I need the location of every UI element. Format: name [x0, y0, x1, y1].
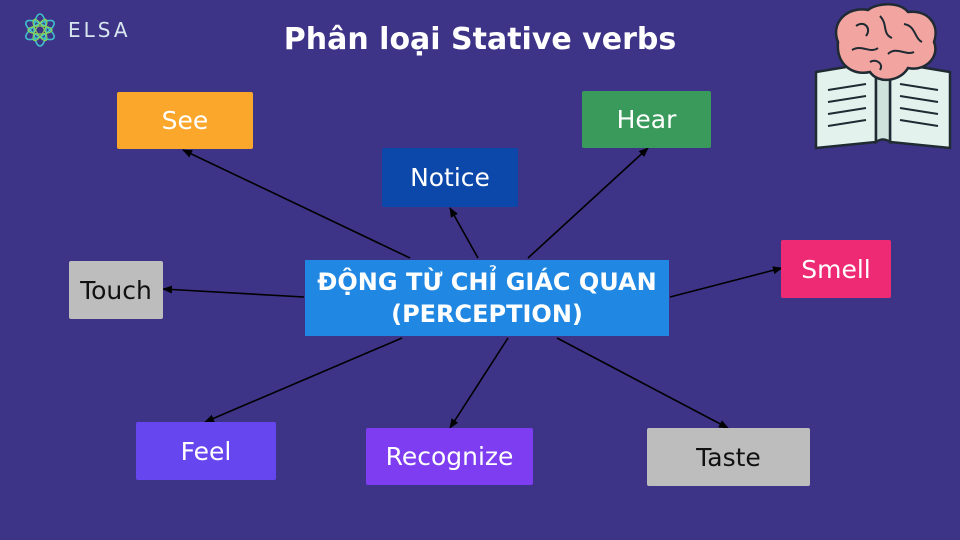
center-node-line1: ĐỘNG TỪ CHỈ GIÁC QUAN — [317, 268, 657, 296]
node-smell: Smell — [781, 240, 891, 298]
center-node-line2: (PERCEPTION) — [391, 300, 583, 328]
node-label: Hear — [616, 105, 677, 134]
elsa-logo: ELSA — [20, 10, 131, 50]
arrow-to-taste — [556, 337, 729, 429]
node-feel: Feel — [136, 422, 276, 480]
center-node: ĐỘNG TỪ CHỈ GIÁC QUAN (PERCEPTION) — [305, 260, 669, 336]
node-label: Taste — [696, 442, 761, 472]
node-see: See — [117, 92, 253, 149]
arrow-to-hear — [527, 147, 649, 259]
node-taste: Taste — [647, 428, 810, 486]
arrow-to-smell — [669, 266, 783, 298]
node-label: Notice — [410, 163, 490, 192]
page-title: Phân loại Stative verbs — [283, 22, 677, 57]
arrow-to-touch — [162, 285, 305, 298]
logo-text: ELSA — [68, 18, 131, 42]
brain-on-book-icon — [814, 3, 952, 150]
node-label: Touch — [80, 275, 152, 305]
node-touch: Touch — [69, 261, 163, 319]
elsa-flower-icon — [25, 13, 55, 47]
arrow-to-see — [182, 149, 411, 259]
node-label: Recognize — [385, 442, 514, 471]
arrow-to-feel — [204, 337, 403, 423]
node-hear: Hear — [582, 91, 711, 148]
arrow-to-notice — [449, 207, 479, 259]
node-label: See — [161, 106, 209, 135]
node-label: Smell — [801, 254, 871, 284]
node-label: Feel — [180, 436, 232, 466]
node-recognize: Recognize — [366, 428, 533, 485]
arrow-to-recognize — [449, 337, 509, 429]
node-notice: Notice — [382, 148, 518, 207]
